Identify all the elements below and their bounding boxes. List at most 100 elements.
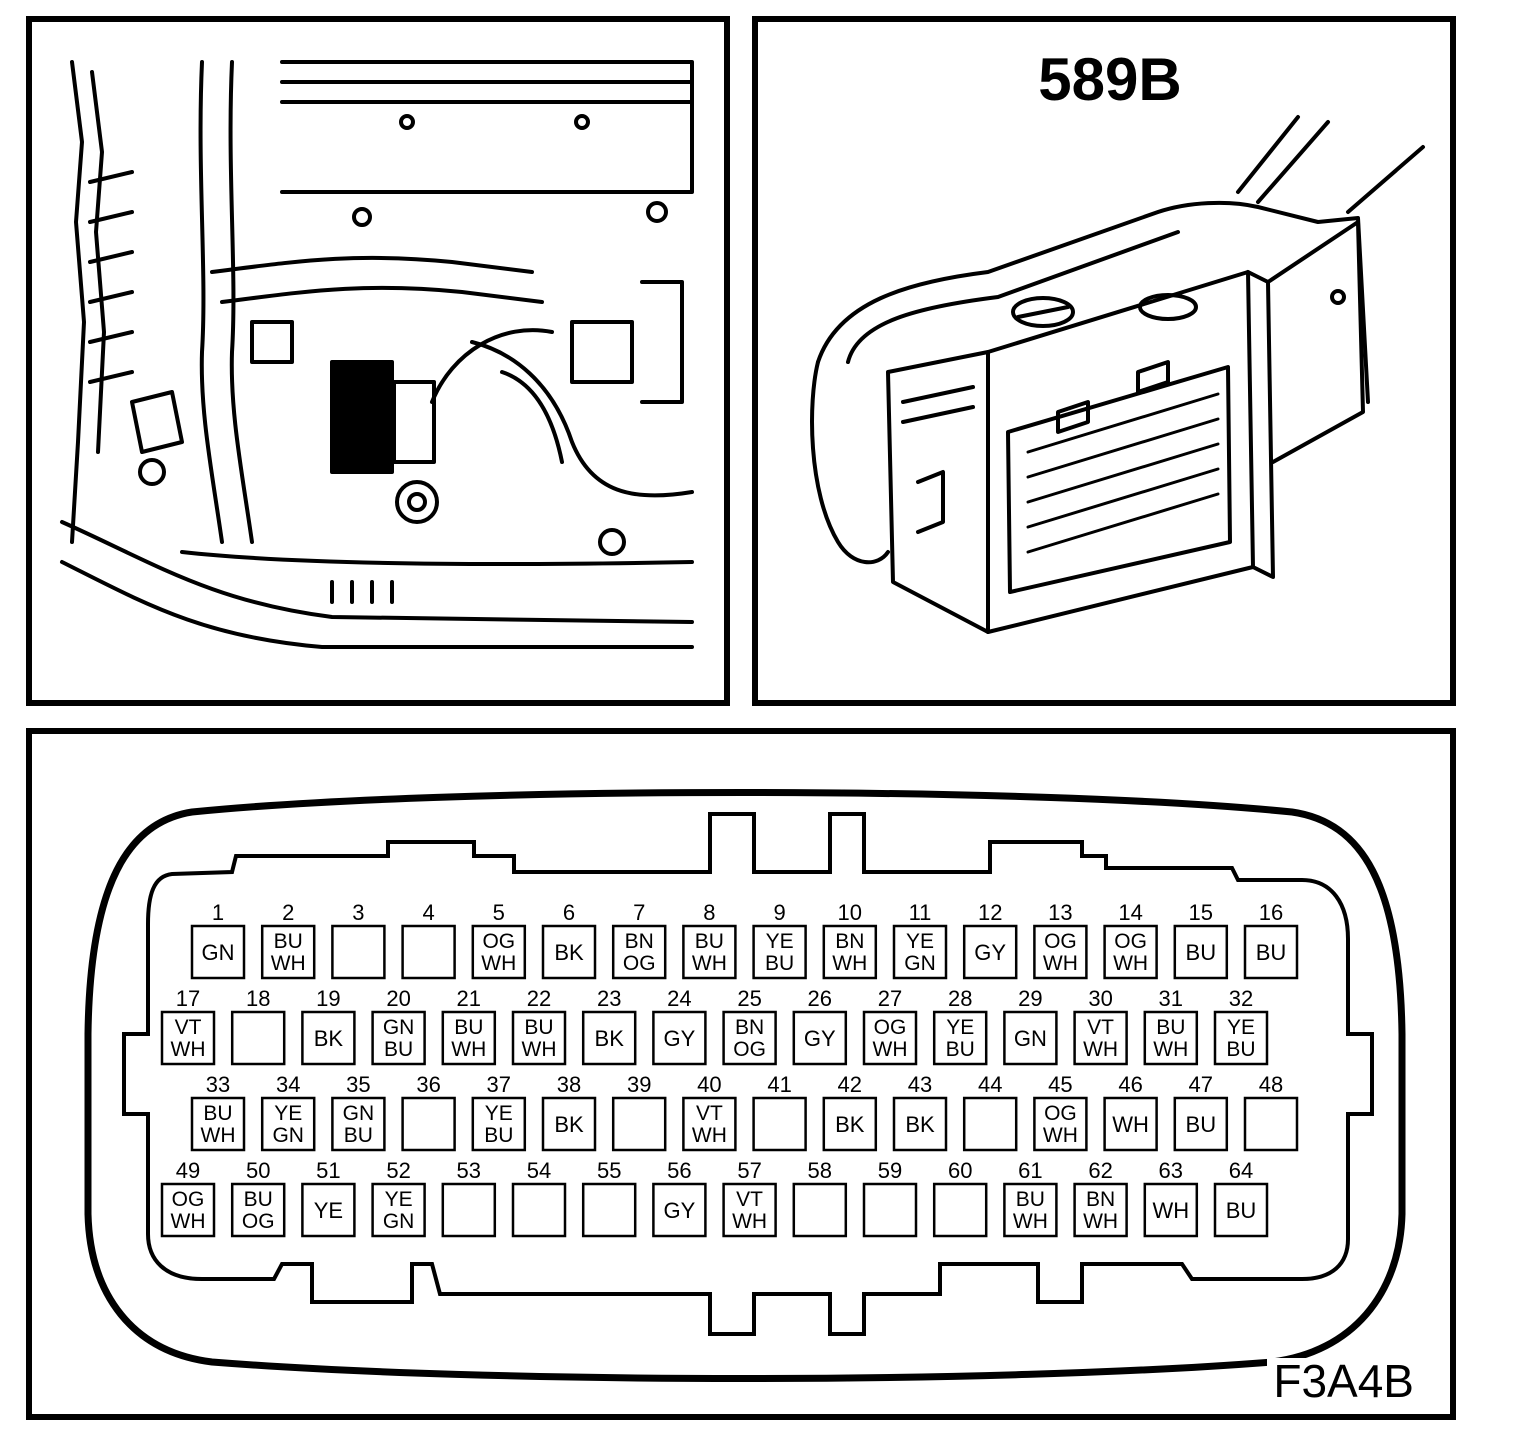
pin-number: 42 <box>838 1072 862 1097</box>
wire-color: BU <box>1226 1198 1257 1223</box>
pin-number: 26 <box>808 986 832 1011</box>
pin-number: 44 <box>978 1072 1002 1097</box>
pin-number: 15 <box>1189 900 1213 925</box>
pin-number: 25 <box>737 986 761 1011</box>
pin-cavity <box>471 1096 527 1152</box>
wire-color-stripe: OG <box>733 1038 766 1061</box>
wire-color-primary: VT <box>1087 1016 1114 1039</box>
engine-bay-panel <box>26 16 730 706</box>
pin-cavity <box>371 1182 426 1238</box>
connector-title: 589B <box>1038 46 1182 113</box>
wire-color-stripe: GN <box>272 1124 304 1147</box>
pin-number: 29 <box>1018 986 1042 1011</box>
wire-color-primary: BU <box>1156 1016 1185 1039</box>
wire-color: WH <box>1152 1198 1189 1223</box>
wire-color-primary: YE <box>766 930 794 953</box>
pin-number: 18 <box>246 986 270 1011</box>
wire-color-primary: BN <box>835 930 864 953</box>
pin-cavity <box>822 924 878 980</box>
pin-cavity <box>962 924 1018 980</box>
pin-cavity <box>1033 1096 1088 1152</box>
pin-number: 9 <box>773 900 785 925</box>
wire-color-primary: YE <box>1227 1016 1255 1039</box>
wire-color-primary: BU <box>695 930 724 953</box>
wire-color-stripe: OG <box>623 952 656 975</box>
pin-number: 60 <box>948 1158 972 1183</box>
pin-59: 59 <box>862 1158 918 1238</box>
wire-color: BK <box>554 1112 584 1137</box>
pin-number: 13 <box>1048 900 1072 925</box>
pin-cavity <box>441 1182 497 1238</box>
pin-number: 21 <box>457 986 481 1011</box>
pin-number: 12 <box>978 900 1002 925</box>
pin-number: 57 <box>737 1158 761 1183</box>
pin-48: 48 <box>1243 1072 1299 1152</box>
pin-number: 6 <box>563 900 575 925</box>
pin-number: 59 <box>878 1158 902 1183</box>
pin-number: 28 <box>948 986 972 1011</box>
pin-number: 5 <box>493 900 505 925</box>
wire-color-primary: BU <box>1016 1188 1045 1211</box>
wire-color-stripe: WH <box>171 1038 206 1061</box>
pin-number: 45 <box>1048 1072 1072 1097</box>
pin-number: 48 <box>1259 1072 1283 1097</box>
pin-cavity <box>722 1010 777 1066</box>
pin-4: 4 <box>401 900 456 980</box>
pin-number: 10 <box>838 900 862 925</box>
wire-color-primary: OG <box>1044 930 1077 953</box>
pin-cavity <box>1073 1182 1128 1238</box>
wire-color-stripe: WH <box>1113 952 1148 975</box>
wire-color-primary: BU <box>454 1016 483 1039</box>
pin-cavity <box>331 924 386 980</box>
wire-color: GY <box>664 1198 696 1223</box>
pin-number: 54 <box>527 1158 551 1183</box>
pin-number: 32 <box>1229 986 1253 1011</box>
wire-color: YE <box>314 1198 343 1223</box>
wire-color-stripe: WH <box>732 1210 767 1233</box>
pin-cavity <box>230 1182 286 1238</box>
pin-cavity <box>652 1182 707 1238</box>
wire-color: GY <box>664 1026 696 1051</box>
pin-cavity <box>682 924 737 980</box>
pin-cavity <box>541 924 597 980</box>
wire-color-stripe: WH <box>832 952 867 975</box>
pin-cavity <box>441 1010 497 1066</box>
wire-color-stripe: WH <box>271 952 306 975</box>
pin-number: 30 <box>1088 986 1112 1011</box>
wire-color-stripe: WH <box>1043 1124 1078 1147</box>
pin-number: 53 <box>457 1158 481 1183</box>
wire-color-stripe: WH <box>692 952 727 975</box>
pin-number: 24 <box>667 986 691 1011</box>
pin-number: 52 <box>386 1158 410 1183</box>
wire-color: BU <box>1186 940 1217 965</box>
pin-1: 1GN <box>190 900 246 980</box>
pin-cavity <box>682 1096 737 1152</box>
pin-cavity <box>611 924 667 980</box>
pin-cavity <box>1003 1182 1058 1238</box>
pin-number: 38 <box>557 1072 581 1097</box>
wire-color-primary: OG <box>874 1016 907 1039</box>
pin-cavity <box>1173 1096 1229 1152</box>
pin-number: 17 <box>176 986 200 1011</box>
wire-color-stripe: WH <box>481 952 516 975</box>
wire-color-stripe: GN <box>904 952 936 975</box>
pin-number: 46 <box>1118 1072 1142 1097</box>
wire-color-primary: BN <box>625 930 654 953</box>
pin-number: 55 <box>597 1158 621 1183</box>
wire-color-primary: VT <box>736 1188 763 1211</box>
